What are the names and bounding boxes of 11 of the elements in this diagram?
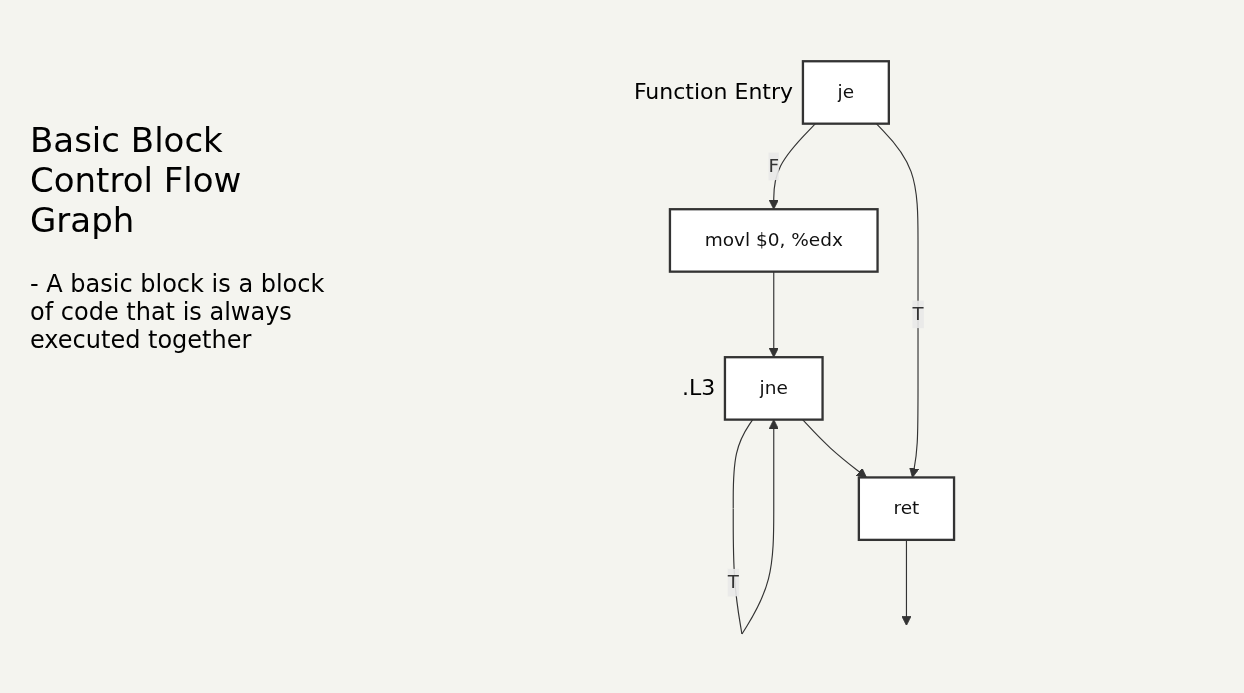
edge-label: T (727, 570, 739, 593)
edge-label: T (912, 302, 924, 325)
node-box: ret (857, 475, 956, 541)
node-box: jne (723, 355, 824, 421)
node-box: movl $0, %edx (668, 207, 879, 273)
node-box: je (801, 59, 890, 125)
node-caption: Function Entry (633, 79, 794, 105)
diagram-title: Basic Block Control Flow Graph (30, 120, 243, 240)
note-text: - A basic block is a block of code that is always executed together (30, 270, 326, 354)
edge-label: F (768, 154, 780, 177)
node-caption: .L3 (681, 375, 716, 401)
